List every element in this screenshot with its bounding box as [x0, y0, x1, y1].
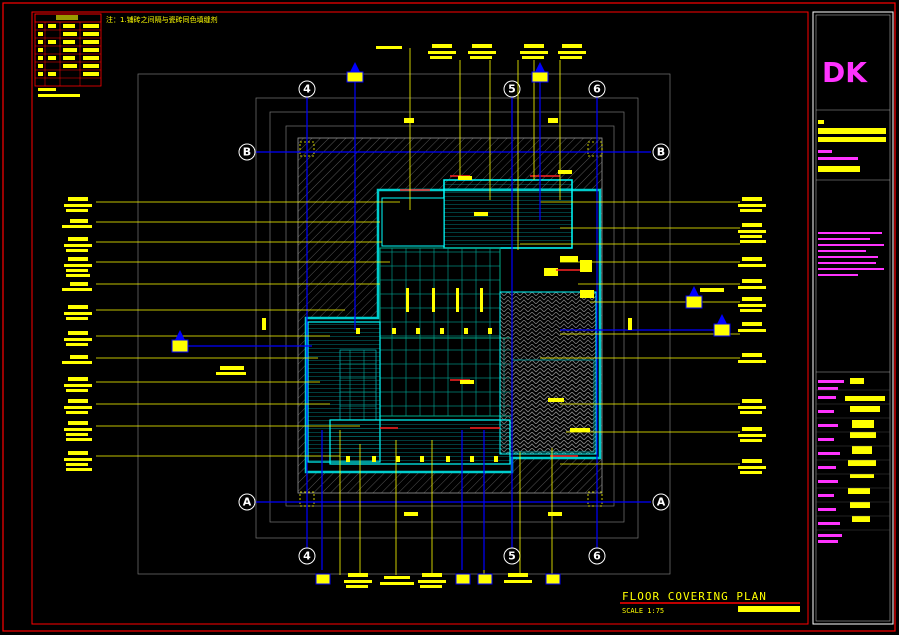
building-footprint — [299, 141, 603, 507]
drawing-title: FLOOR COVERING PLAN — [622, 590, 767, 603]
title-block: DK — [812, 11, 894, 625]
grid-bubble-bottom-6: 6 — [588, 547, 606, 565]
bottom-annotation-tags — [344, 573, 532, 588]
grid-axis-lines — [256, 97, 651, 548]
grid-bubble-right-B: B — [652, 143, 670, 161]
annotation-leader-lines — [96, 48, 740, 575]
general-note: 注：1.铺砖之间隔与瓷砖同色填缝剂 — [106, 15, 218, 24]
svg-text:5: 5 — [508, 550, 516, 563]
grid-bubble-top-5: 5 — [503, 80, 521, 98]
svg-text:B: B — [657, 146, 665, 159]
drawing-scale: SCALE 1:75 — [622, 607, 664, 615]
interior-dimension-tags — [216, 118, 724, 516]
grid-bubble-bottom-4: 4 — [298, 547, 316, 565]
site-boundaries — [137, 73, 671, 575]
svg-text:B: B — [243, 146, 251, 159]
grid-bubble-right-A: A — [652, 493, 670, 511]
svg-text:4: 4 — [303, 550, 311, 563]
svg-text:A: A — [243, 496, 252, 509]
grid-bubble-left-B: B — [238, 143, 256, 161]
drawing-title-group: FLOOR COVERING PLAN SCALE 1:75 — [620, 590, 800, 615]
section-markers — [171, 62, 731, 585]
grid-bubble-left-A: A — [238, 493, 256, 511]
company-logo: DK — [822, 56, 868, 89]
svg-text:6: 6 — [593, 550, 601, 563]
svg-text:5: 5 — [508, 83, 516, 96]
top-annotation-tags — [376, 44, 586, 59]
svg-text:A: A — [657, 496, 666, 509]
drawing-frame — [31, 11, 809, 625]
material-legend-table — [34, 13, 102, 97]
grid-bubble-top-4: 4 — [298, 80, 316, 98]
svg-text:4: 4 — [303, 83, 311, 96]
svg-text:6: 6 — [593, 83, 601, 96]
section-cut-lines — [182, 78, 720, 570]
right-annotation-tags — [738, 197, 766, 474]
left-annotation-tags — [62, 197, 92, 471]
grid-bubble-top-6: 6 — [588, 80, 606, 98]
grid-bubble-bottom-5: 5 — [503, 547, 521, 565]
